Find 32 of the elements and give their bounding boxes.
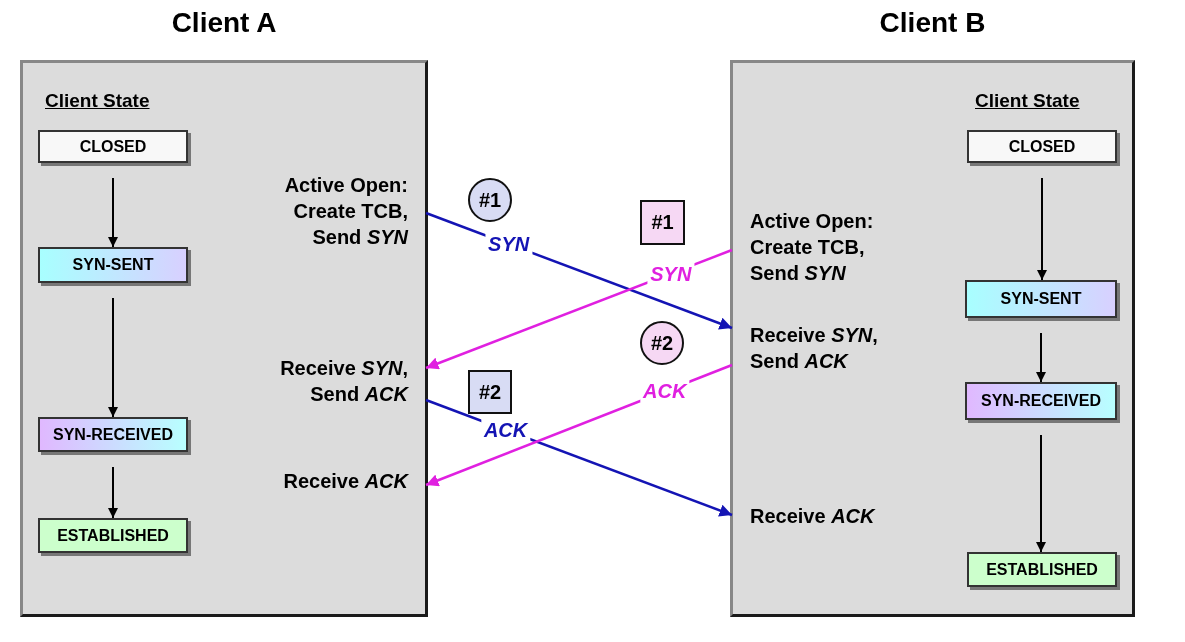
edge-label: ACK — [640, 379, 690, 403]
arrow — [108, 466, 118, 519]
column-heading: Client State — [975, 90, 1080, 112]
step-text: Receive SYN, Send ACK — [236, 355, 426, 411]
step-text: Active Open: Create TCB, Send SYN — [732, 208, 918, 288]
edge-label: ACK — [480, 418, 531, 442]
state-box: SYN-SENT — [38, 247, 188, 283]
arrow — [1037, 177, 1047, 281]
step-circle: #2 — [640, 321, 684, 365]
state-box: ESTABLISHED — [38, 518, 188, 553]
state-box: SYN-RECEIVED — [965, 382, 1117, 420]
state-box: SYN-SENT — [965, 280, 1117, 318]
step-text: Receive ACK — [236, 468, 426, 498]
panel-title: Client B — [878, 7, 987, 39]
arrow — [108, 177, 118, 248]
step-text: Receive ACK — [732, 503, 918, 533]
state-box: ESTABLISHED — [967, 552, 1117, 587]
edge-label: SYN — [485, 232, 533, 256]
step-square: #1 — [640, 200, 685, 245]
state-box: CLOSED — [38, 130, 188, 163]
arrow — [1036, 332, 1046, 383]
edge-label: SYN — [647, 262, 695, 286]
arrow — [108, 297, 118, 418]
step-text: Active Open: Create TCB, Send SYN — [236, 172, 426, 252]
step-square: #2 — [468, 370, 512, 414]
column-heading: Client State — [45, 90, 150, 112]
state-box: SYN-RECEIVED — [38, 417, 188, 452]
state-box: CLOSED — [967, 130, 1117, 163]
panel-title: Client A — [170, 7, 278, 39]
step-text: Receive SYN, Send ACK — [732, 322, 918, 378]
arrow — [1036, 434, 1046, 553]
step-circle: #1 — [468, 178, 512, 222]
